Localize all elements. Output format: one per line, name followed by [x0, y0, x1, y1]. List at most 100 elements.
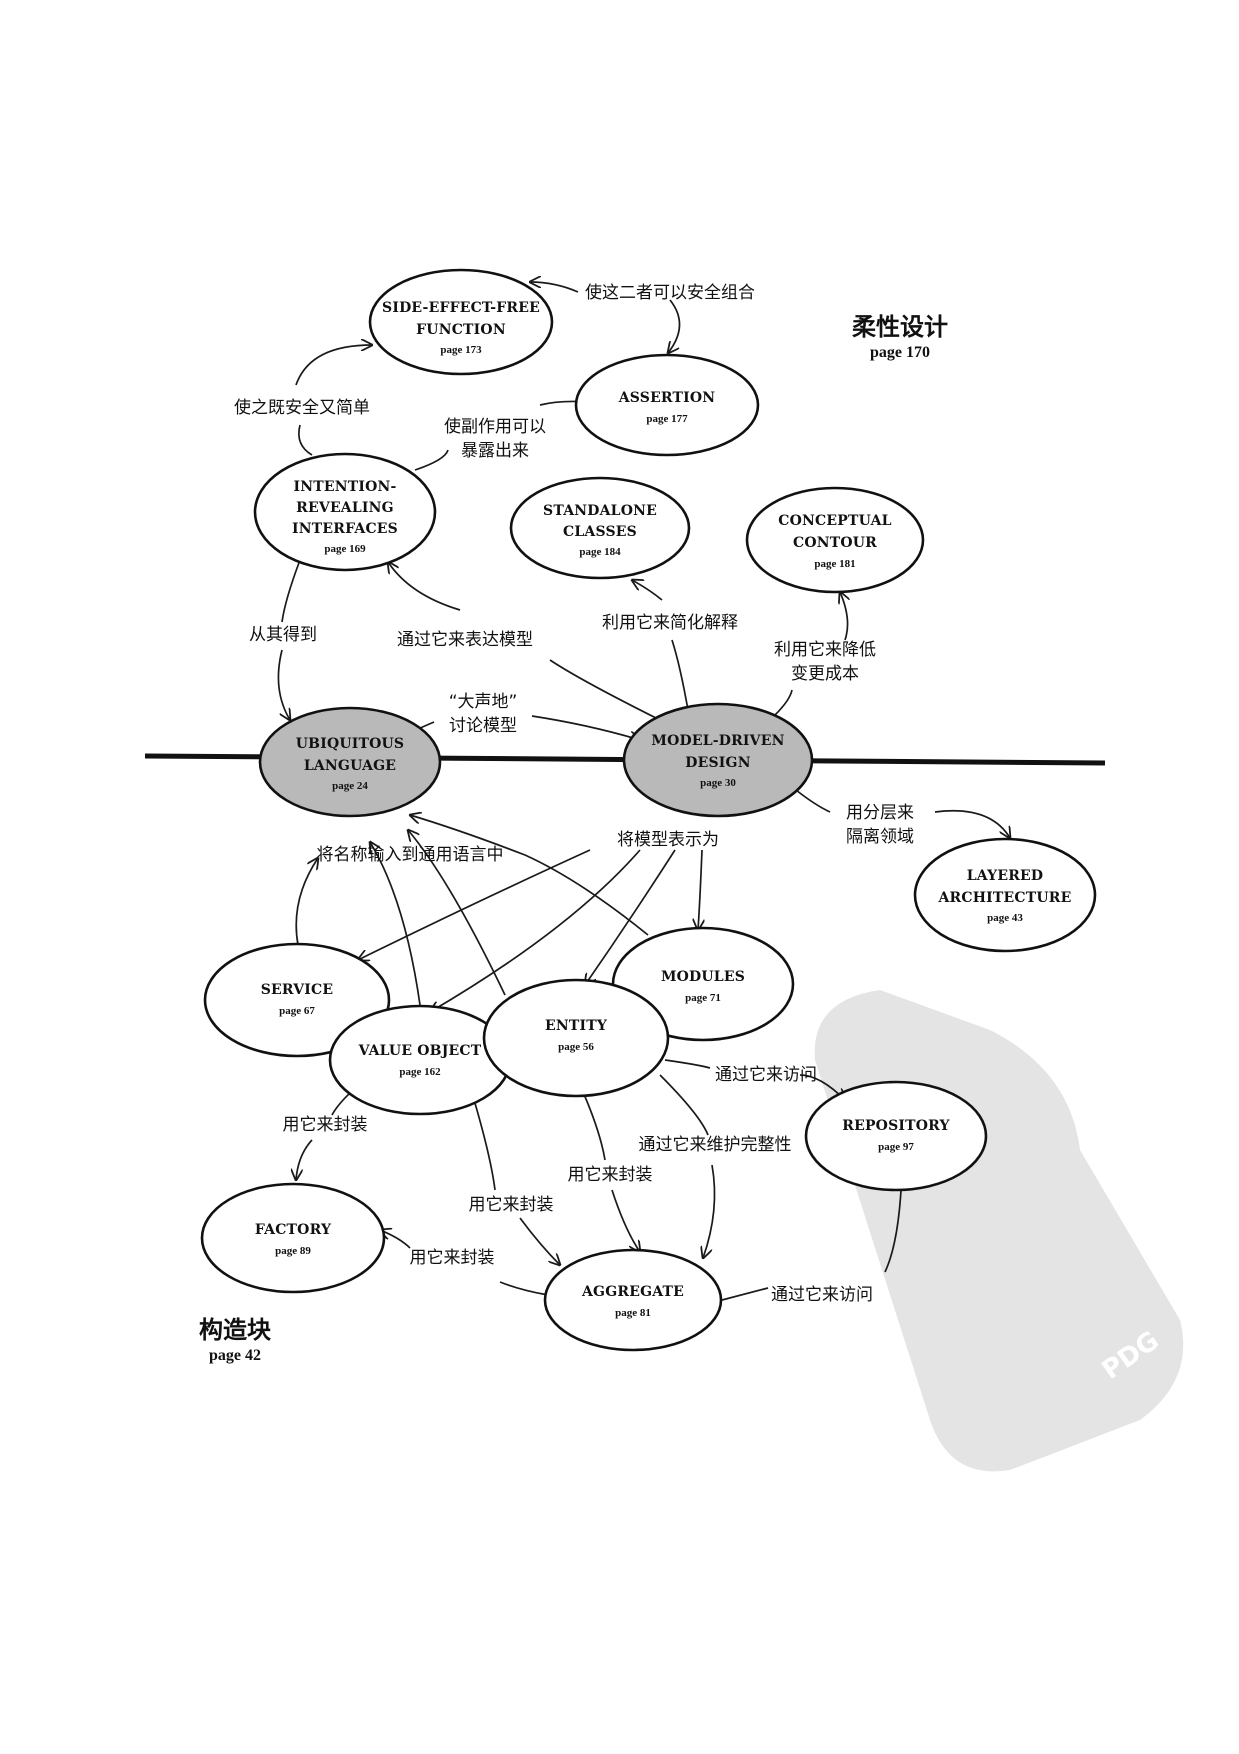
node-factory[interactable]: FACTORY page 89: [200, 1182, 386, 1294]
edge-model-to-layer-label: [795, 789, 831, 813]
node-title: VALUE OBJECT: [358, 1043, 482, 1059]
edge-combine-to-assertion: [668, 299, 681, 353]
edge-integrity-to-aggregate: [703, 1164, 716, 1258]
edge-label-to-factory: [296, 1139, 313, 1180]
edge-model-to-value-object: [430, 849, 641, 1012]
node-title: REVEALING: [296, 500, 394, 516]
node-layered-architecture[interactable]: LAYERED ARCHITECTURE page 43: [913, 837, 1097, 953]
label-names-into-language: 将名称输入到通用语言中: [317, 845, 504, 865]
node-title: FACTORY: [255, 1222, 332, 1238]
node-page: page 81: [615, 1307, 651, 1319]
node-title: ENTITY: [545, 1018, 608, 1034]
region-title: 柔性设计: [852, 313, 948, 341]
edge-model-to-express-label: [549, 659, 661, 721]
edge-intention-to-label: [298, 424, 313, 456]
node-title: ASSERTION: [618, 390, 716, 406]
edge-layer-to-layered: [934, 809, 1010, 838]
node-shape: [258, 706, 442, 818]
node-page: page 71: [685, 992, 721, 1004]
node-shape: [203, 942, 391, 1058]
edge-derive-to-ubiquitous: [277, 649, 290, 720]
node-entity[interactable]: ENTITY page 56: [482, 978, 670, 1098]
node-shape: [745, 486, 925, 594]
edge-combine-to-side-effect: [530, 282, 579, 293]
label-express-model: 通过它来表达模型: [397, 630, 533, 650]
edge-model-to-modules: [698, 849, 702, 930]
node-page: page 30: [700, 777, 736, 789]
edge-entity-to-integrity-label: [659, 1074, 709, 1136]
node-standalone-classes[interactable]: STANDALONE CLASSES page 184: [509, 476, 691, 580]
node-side-effect-free-function[interactable]: SIDE-EFFECT-FREE FUNCTION page 173: [368, 268, 554, 376]
node-intention-revealing-interfaces[interactable]: INTENTION- REVEALING INTERFACES page 169: [253, 452, 437, 572]
node-title: SIDE-EFFECT-FREE: [382, 300, 540, 316]
node-repository[interactable]: REPOSITORY page 97: [804, 1080, 988, 1192]
node-page: page 43: [987, 912, 1023, 924]
edge-express-to-intention: [388, 562, 461, 611]
node-shape: [368, 268, 554, 376]
node-title: STANDALONE: [543, 503, 657, 519]
node-shape: [804, 1080, 988, 1192]
edge-entity-to-access-label: [664, 1059, 711, 1069]
node-shape: [200, 1182, 386, 1294]
node-page: page 173: [440, 344, 482, 356]
node-page: page 162: [399, 1066, 441, 1078]
edge-labels: 使这二者可以安全组合 使之既安全又简单 使副作用可以 暴露出来 从其得到 通过它…: [234, 282, 914, 1305]
label-isolate-domain-2: 隔离领域: [846, 827, 914, 847]
node-model-driven-design[interactable]: MODEL-DRIVEN DESIGN page 30: [622, 702, 814, 818]
edge-simplify-to-standalone: [632, 580, 663, 601]
edge-modules-to-ubiquitous: [410, 815, 649, 936]
edge-intention-to-side-effect: [295, 345, 372, 386]
node-title: CONTOUR: [793, 535, 877, 551]
edge-aggregate-to-factory-label: [499, 1281, 549, 1296]
edge-model-to-entity: [585, 849, 676, 985]
region-title: 构造块: [199, 1316, 271, 1344]
node-page: page 89: [275, 1245, 311, 1257]
node-page: page 24: [332, 780, 368, 792]
region-building-blocks: 构造块 page 42: [199, 1316, 271, 1364]
node-title: MODULES: [661, 969, 745, 985]
node-value-object[interactable]: VALUE OBJECT page 162: [328, 1004, 512, 1116]
label-encapsulate-vo: 用它来封装: [283, 1115, 368, 1135]
node-title: CONCEPTUAL: [778, 513, 891, 529]
node-title: DESIGN: [685, 755, 750, 771]
edge-label-to-aggregate: [519, 1217, 560, 1265]
node-title: SERVICE: [261, 982, 334, 998]
node-shape: [328, 1004, 512, 1116]
node-title: INTENTION-: [293, 479, 396, 495]
label-isolate-domain-1: 用分层来: [846, 803, 914, 823]
edge-model-to-cost-label: [774, 689, 793, 716]
node-title: LAYERED: [967, 868, 1044, 884]
node-shape: [622, 702, 814, 818]
node-page: page 97: [878, 1141, 914, 1153]
node-title: FUNCTION: [416, 322, 506, 338]
node-ubiquitous-language[interactable]: UBIQUITOUS LANGUAGE page 24: [258, 706, 442, 818]
node-assertion[interactable]: ASSERTION page 177: [574, 353, 760, 457]
node-title: UBIQUITOUS: [296, 736, 404, 752]
edge-talk-to-model: [531, 715, 640, 740]
edge-intention-to-expose-label: [414, 449, 449, 471]
node-title: AGGREGATE: [581, 1284, 684, 1300]
node-service[interactable]: SERVICE page 67: [203, 942, 391, 1058]
node-shape: [543, 1248, 723, 1352]
region-page: page 170: [870, 344, 930, 361]
node-shape: [913, 837, 1097, 953]
label-talk-aloud-2: 讨论模型: [449, 716, 517, 736]
node-aggregate[interactable]: AGGREGATE page 81: [543, 1248, 723, 1352]
node-page: page 67: [279, 1005, 315, 1017]
node-shape: [482, 978, 670, 1098]
edge-model-to-service: [358, 849, 591, 960]
label-encapsulate-entity: 用它来封装: [568, 1165, 653, 1185]
edges: [277, 282, 1010, 1301]
node-title: ARCHITECTURE: [938, 890, 1072, 906]
label-access-with-agg: 通过它来访问: [771, 1285, 873, 1305]
label-reduce-cost-2: 变更成本: [791, 664, 859, 684]
label-talk-aloud-1: “大声地”: [449, 692, 518, 712]
node-conceptual-contour[interactable]: CONCEPTUAL CONTOUR page 181: [745, 486, 925, 594]
label-make-safe-simple: 使之既安全又简单: [234, 397, 370, 418]
edge-intention-to-derive-label: [281, 559, 301, 623]
edge-service-to-ubiquitous: [295, 858, 318, 946]
node-page: page 169: [324, 543, 366, 555]
edge-aggregate-to-repo-label: [721, 1287, 769, 1301]
region-supple-design: 柔性设计 page 170: [852, 313, 948, 361]
